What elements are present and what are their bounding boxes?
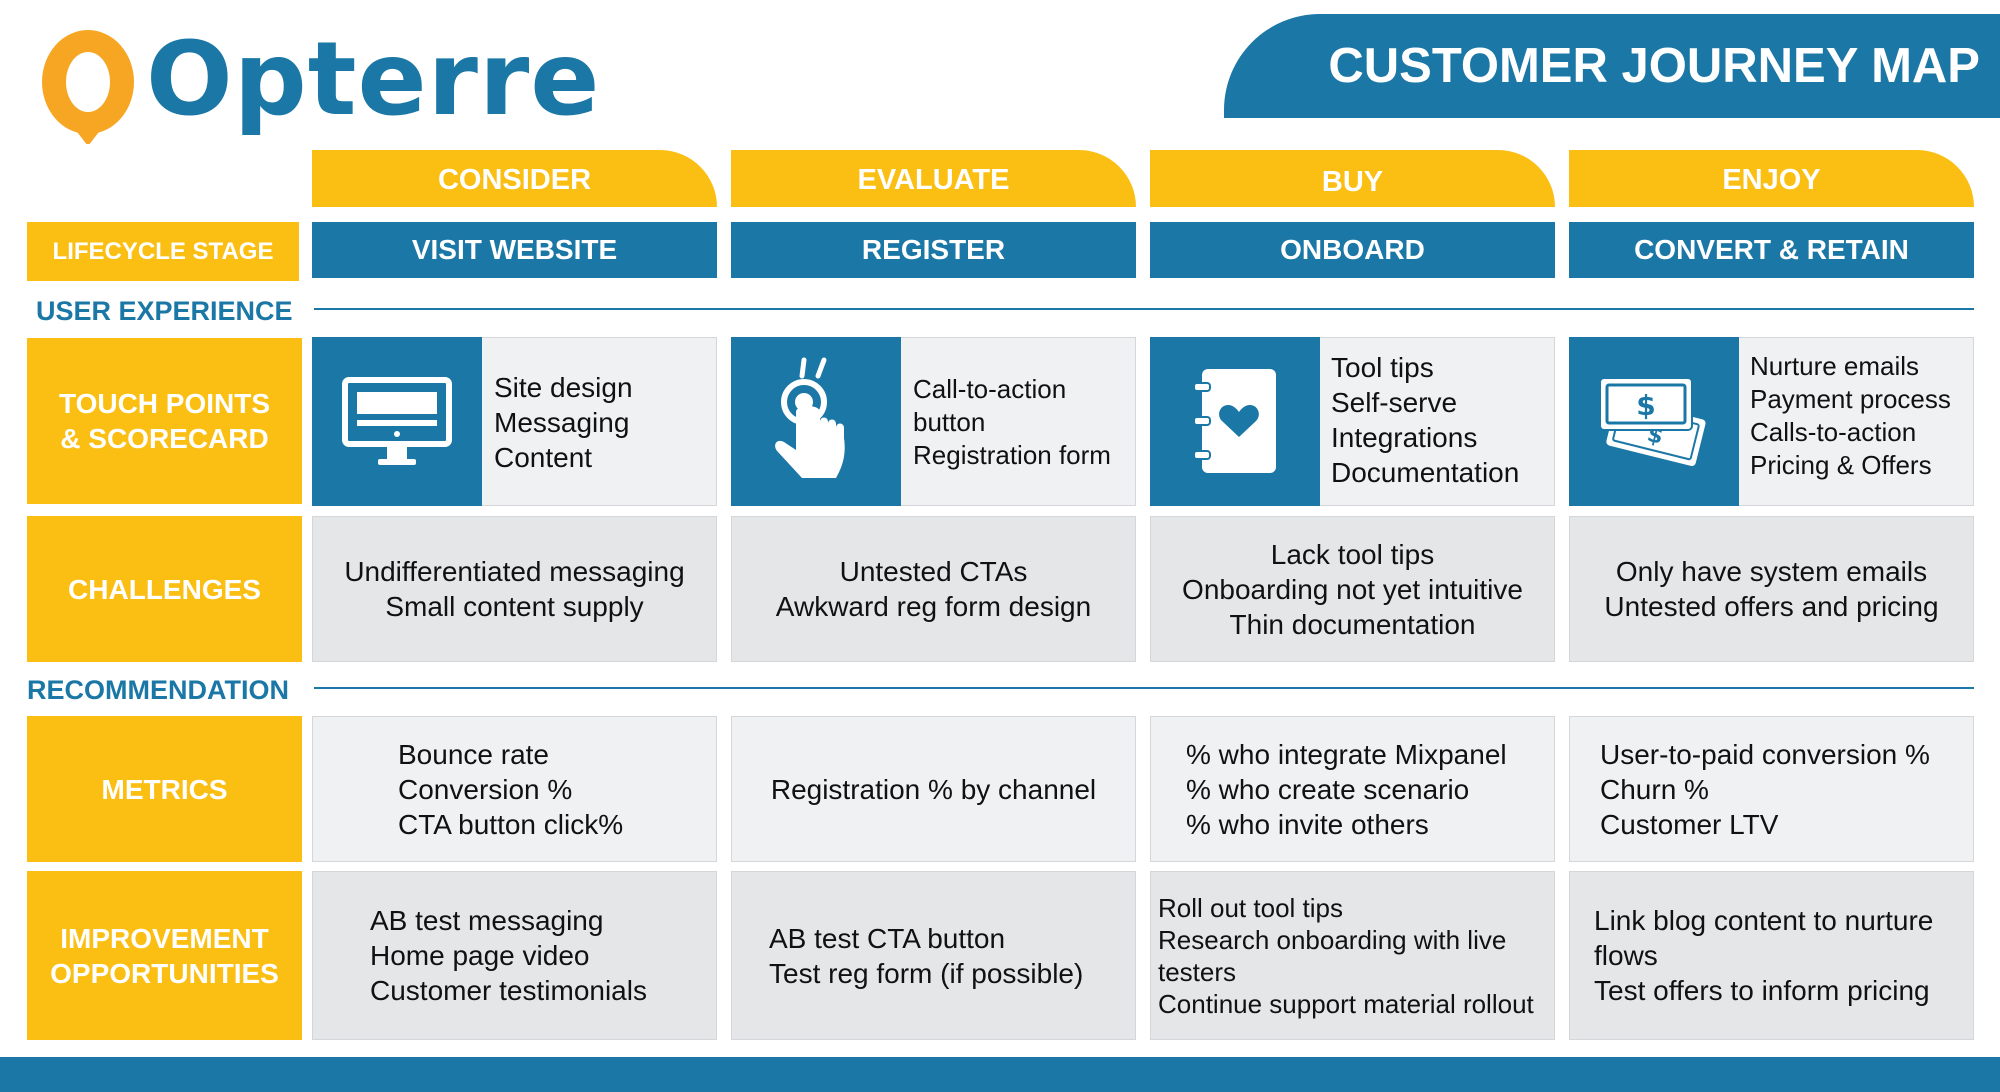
money-icon: $ $ xyxy=(1569,337,1739,506)
logo-wordmark: Opterre xyxy=(146,20,601,139)
stage-onboard: ONBOARD xyxy=(1150,222,1555,278)
title-banner xyxy=(1224,14,2000,118)
touch-point-items: Nurture emails Payment process Calls-to-… xyxy=(1750,351,1951,480)
section-user-experience: USER EXPERIENCE xyxy=(36,296,293,326)
monitor-icon xyxy=(312,337,482,506)
page-title: CUSTOMER JOURNEY MAP xyxy=(1328,39,1980,93)
phase-consider: CONSIDER xyxy=(312,150,717,207)
touch-point-items: Tool tips Self-serve Integrations Docume… xyxy=(1331,352,1520,488)
metrics-cell: Registration % by channel xyxy=(731,716,1136,862)
footer-bar xyxy=(0,1057,2000,1092)
touch-point-items: Site design Messaging Content xyxy=(494,371,633,473)
notebook-heart-icon xyxy=(1150,337,1320,506)
stage-register: REGISTER xyxy=(731,222,1136,278)
metrics-cell: % who integrate Mixpanel% who create sce… xyxy=(1150,716,1555,862)
stage-convert-retain: CONVERT & RETAIN xyxy=(1569,222,1974,278)
lifecycle-stage-label: LIFECYCLE STAGE xyxy=(27,222,299,281)
phase-buy: BUY xyxy=(1150,150,1555,207)
logo-pin-icon xyxy=(38,24,138,146)
svg-text:$: $ xyxy=(1636,389,1655,422)
section-divider xyxy=(314,308,1974,310)
touch-point-items: Call-to-action button Registration form xyxy=(913,373,1111,470)
challenges-label: CHALLENGES xyxy=(27,516,302,662)
touch-points-label: TOUCH POINTS& SCORECARD xyxy=(27,338,302,504)
metrics-cell: User-to-paid conversion %Churn %Customer… xyxy=(1569,716,1974,862)
phase-evaluate: EVALUATE xyxy=(731,150,1136,207)
section-divider xyxy=(314,687,1974,689)
phase-enjoy: ENJOY xyxy=(1569,150,1974,207)
hand-click-icon xyxy=(731,337,901,506)
stage-visit-website: VISIT WEBSITE xyxy=(312,222,717,278)
metrics-label: METRICS xyxy=(27,716,302,862)
section-recommendation: RECOMMENDATION xyxy=(27,675,289,705)
